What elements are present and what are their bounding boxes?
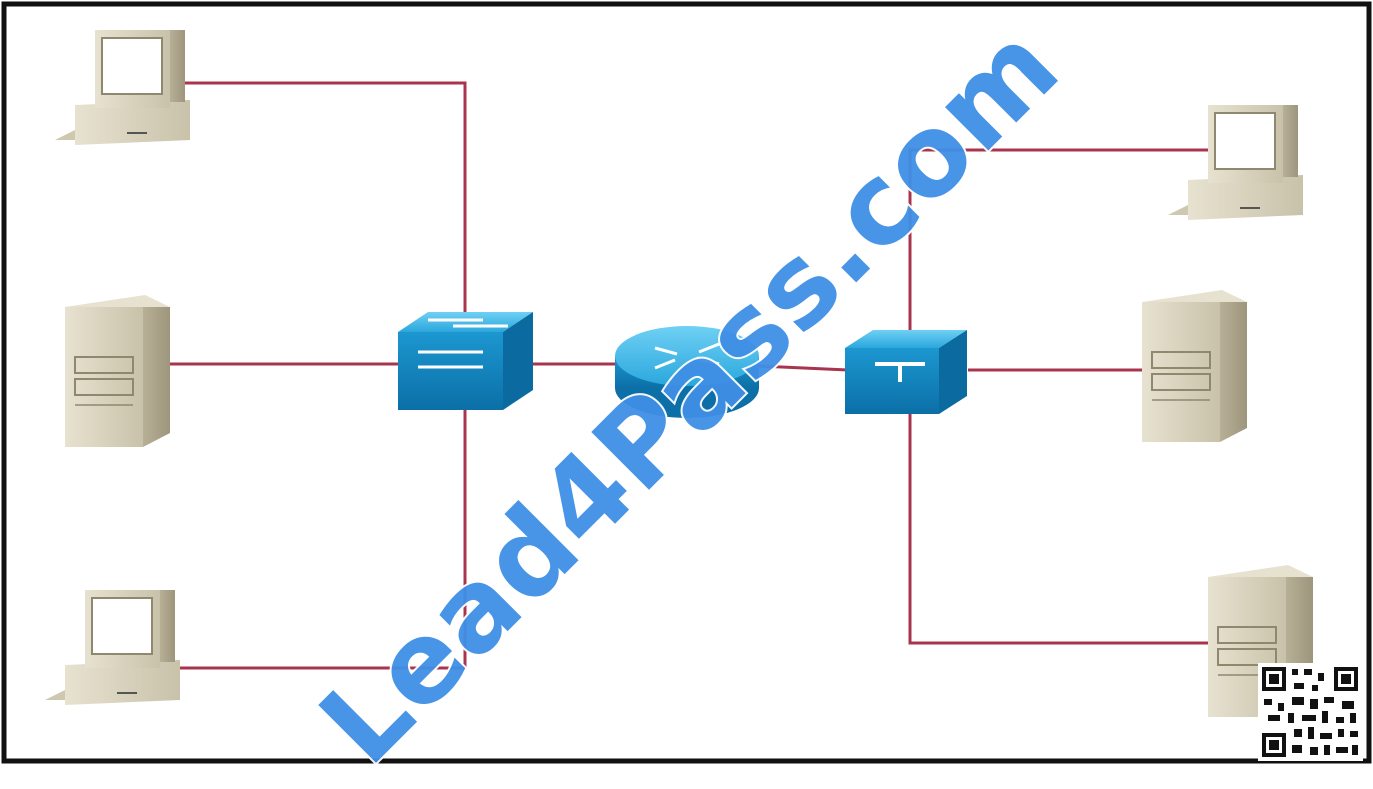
link-router-switch-right [757,364,849,372]
computer-icon [45,590,180,705]
switch-icon [398,312,533,410]
link-switch-right-server-bottom-right [908,405,1212,645]
server-icon [65,295,170,447]
network-diagram [1,1,1372,764]
computer-icon [55,30,190,145]
switch-icon [845,330,967,414]
link-pc-bottom-left-switch [178,400,467,670]
computer-icon [1168,105,1303,220]
link-pc-top-left-switch [178,81,467,335]
links [168,81,1215,670]
network-diagram-frame [1,1,1372,764]
qr-code [1258,663,1363,761]
router-icon [615,326,759,418]
server-icon [1142,290,1247,442]
link-switch-right-pc-top-right [908,148,1215,330]
